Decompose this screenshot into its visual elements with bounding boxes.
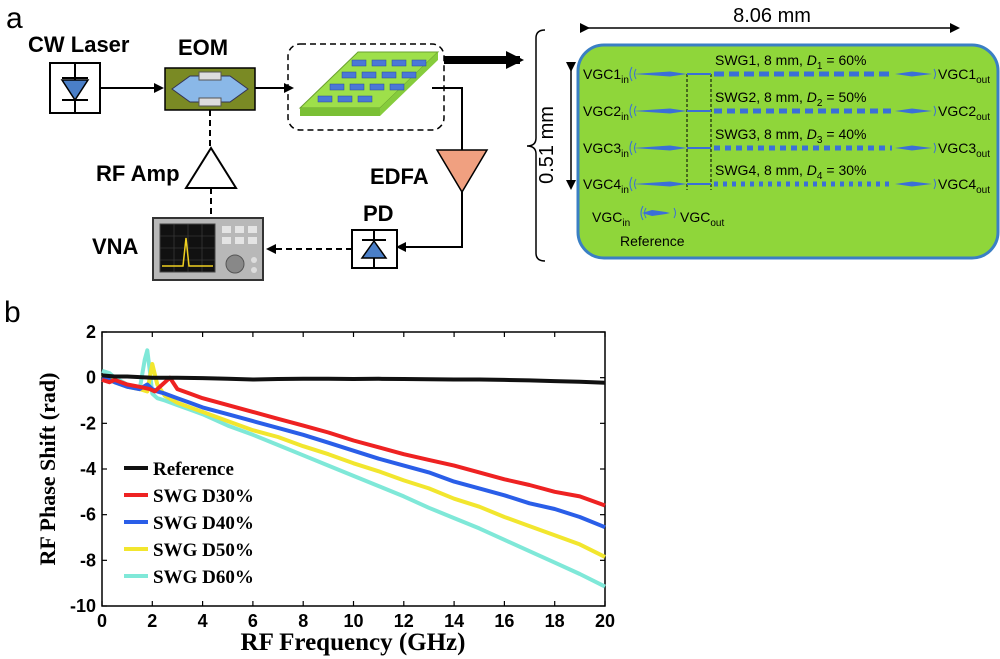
rf-amp-label: RF Amp bbox=[96, 161, 180, 186]
waveguide-row: VGC3in VGC3out SWG3, 8 mm, D3 = 40% bbox=[583, 126, 990, 160]
swg-label: SWG1, 8 mm, D1 = 60% bbox=[715, 52, 866, 72]
swg-label: SWG4, 8 mm, D4 = 30% bbox=[715, 162, 866, 182]
fiber-edfa-pd bbox=[396, 192, 463, 252]
x-tick-label: 18 bbox=[545, 611, 565, 631]
x-tick-label: 12 bbox=[394, 611, 414, 631]
vgc-out-label: VGC1out bbox=[938, 66, 990, 86]
swg-label: SWG3, 8 mm, D3 = 40% bbox=[715, 126, 866, 146]
grating-coupler-in bbox=[633, 145, 687, 151]
chip-height-label: 0.51 mm bbox=[536, 106, 558, 184]
legend-label: SWG D40% bbox=[153, 513, 254, 534]
legend-label: SWG D50% bbox=[153, 540, 254, 561]
vgc-out-label: VGC4out bbox=[938, 176, 990, 196]
vna-trace bbox=[162, 237, 213, 267]
cw-laser-block: CW Laser bbox=[28, 32, 130, 114]
x-tick-label: 8 bbox=[298, 611, 308, 631]
chip-substrate bbox=[576, 43, 1000, 260]
series-line bbox=[101, 375, 606, 508]
grating-coupler-out bbox=[895, 108, 932, 114]
swg-label: SWG2, 8 mm, D2 = 50% bbox=[715, 89, 866, 109]
vna-block: VNA bbox=[92, 217, 264, 281]
series-line bbox=[101, 362, 606, 559]
x-tick-label: 6 bbox=[248, 611, 258, 631]
grating-coupler-in bbox=[633, 108, 687, 114]
rf-amp-triangle bbox=[184, 146, 238, 189]
legend-label: Reference bbox=[153, 459, 234, 480]
rf-amp-block: RF Amp bbox=[96, 146, 238, 189]
vgc-out-label: VGC2out bbox=[938, 103, 990, 123]
waveguide-row: VGC1in VGC1out SWG1, 8 mm, D1 = 60% bbox=[583, 52, 990, 86]
chip-under-test bbox=[287, 43, 445, 131]
x-tick-label: 2 bbox=[147, 611, 157, 631]
waveguide-row: VGC4in VGC4out SWG4, 8 mm, D4 = 30% bbox=[583, 162, 990, 196]
y-axis-title: RF Phase Shift (rad) bbox=[35, 373, 60, 566]
vna-knob bbox=[225, 254, 245, 274]
grating-coupler-out bbox=[895, 71, 932, 77]
photodiode-icon bbox=[360, 239, 388, 259]
pd-label: PD bbox=[363, 201, 394, 226]
x-tick-label: 14 bbox=[444, 611, 464, 631]
x-axis-title: RF Frequency (GHz) bbox=[241, 629, 466, 656]
cw-laser-label: CW Laser bbox=[28, 32, 130, 57]
legend-label: SWG D30% bbox=[153, 486, 254, 507]
vna-label: VNA bbox=[92, 234, 139, 259]
x-tick-label: 10 bbox=[343, 611, 363, 631]
ref-out-label: VGCout bbox=[680, 209, 724, 229]
laser-diode-icon bbox=[60, 79, 90, 102]
edfa-block: EDFA bbox=[370, 149, 489, 194]
eom-label: EOM bbox=[178, 35, 228, 60]
grating-coupler-out bbox=[895, 181, 932, 187]
x-tick-label: 4 bbox=[198, 611, 208, 631]
vgc-in-label: VGC4in bbox=[583, 176, 629, 196]
waveguide-row: VGC2in VGC2out SWG2, 8 mm, D2 = 50% bbox=[583, 89, 990, 123]
vgc-out-label: VGC3out bbox=[938, 140, 990, 160]
y-tick-label: -8 bbox=[80, 550, 96, 570]
vgc-in-label: VGC1in bbox=[583, 66, 629, 86]
pd-block: PD bbox=[351, 201, 398, 269]
panel-b-letter: b bbox=[4, 296, 21, 329]
chip-width-label: 8.06 mm bbox=[733, 5, 811, 27]
x-tick-label: 0 bbox=[97, 611, 107, 631]
height-brace bbox=[526, 29, 546, 262]
eom-block: EOM bbox=[164, 35, 256, 111]
fiber-chip-edfa bbox=[432, 87, 463, 150]
y-tick-label: -10 bbox=[70, 596, 96, 616]
panel-a-letter: a bbox=[6, 2, 23, 35]
grating-coupler-out bbox=[895, 145, 932, 151]
edfa-triangle bbox=[435, 149, 489, 194]
reference-waveguide: VGCin VGCout Reference bbox=[592, 205, 724, 249]
legend-label: SWG D60% bbox=[153, 567, 254, 588]
grating-coupler-in bbox=[633, 71, 687, 77]
y-tick-label: -6 bbox=[80, 505, 96, 525]
x-tick-label: 20 bbox=[595, 611, 615, 631]
edfa-label: EDFA bbox=[370, 164, 429, 189]
grating-coupler-in bbox=[633, 181, 687, 187]
vgc-in-label: VGC2in bbox=[583, 103, 629, 123]
reference-label: Reference bbox=[620, 233, 685, 249]
y-tick-label: -4 bbox=[80, 459, 96, 479]
y-tick-label: 0 bbox=[86, 368, 96, 388]
x-tick-label: 16 bbox=[494, 611, 514, 631]
y-tick-label: 2 bbox=[86, 322, 96, 342]
series-line bbox=[101, 373, 606, 385]
chip-layout: 8.06 mm 0.51 mm VGC1in VGC1out SWG1, 8 mm,… bbox=[526, 5, 1000, 262]
series-line bbox=[101, 348, 606, 589]
ref-in-label: VGCin bbox=[592, 209, 630, 229]
y-tick-label: -2 bbox=[80, 413, 96, 433]
vgc-in-label: VGC3in bbox=[583, 140, 629, 160]
